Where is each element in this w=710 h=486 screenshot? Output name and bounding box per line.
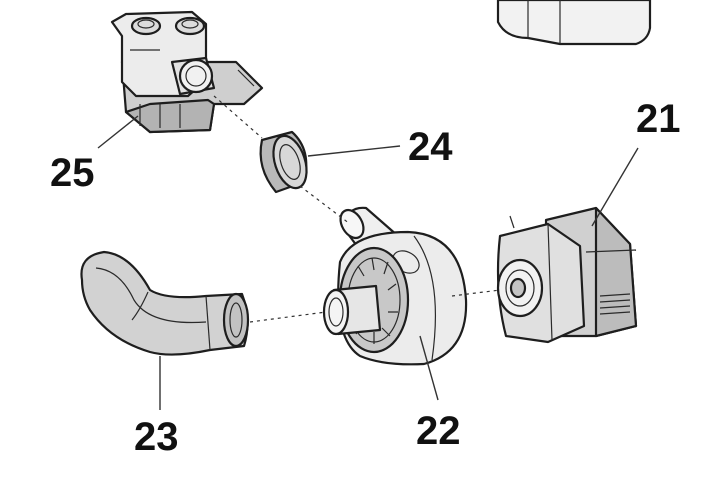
leader-25 bbox=[97, 115, 139, 149]
elbow-hose-part bbox=[80, 250, 250, 356]
axis-hose-to-pump bbox=[249, 311, 327, 323]
callout-22: 22 bbox=[416, 409, 461, 453]
callout-23: 23 bbox=[134, 415, 179, 459]
motor-part bbox=[496, 206, 638, 344]
axis-pump-to-motor bbox=[451, 289, 501, 297]
assembly-axis-lines bbox=[213, 95, 501, 323]
valve-housing-part bbox=[110, 10, 264, 134]
pump-volute-part bbox=[322, 206, 468, 366]
leader-22 bbox=[419, 335, 439, 401]
leader-lines bbox=[97, 115, 639, 410]
seal-ring-part bbox=[259, 130, 308, 194]
callout-labels: 21 22 23 24 25 bbox=[50, 97, 681, 459]
top-right-partial-component bbox=[496, 0, 652, 46]
callout-25: 25 bbox=[50, 151, 95, 195]
leader-21 bbox=[591, 147, 639, 227]
callout-24: 24 bbox=[408, 125, 453, 169]
callout-21: 21 bbox=[636, 97, 681, 141]
leader-24 bbox=[307, 145, 401, 157]
